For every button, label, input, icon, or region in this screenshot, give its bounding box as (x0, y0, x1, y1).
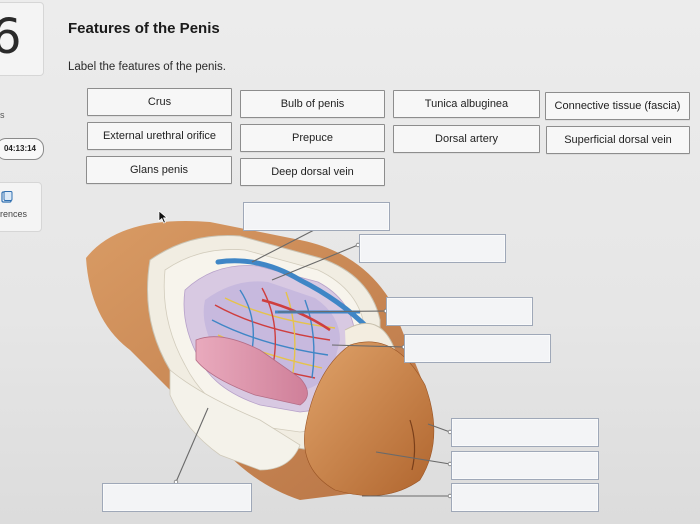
question-number-card[interactable]: 6 (0, 2, 44, 76)
label-chip-crus[interactable]: Crus (87, 88, 232, 116)
drop-target-2[interactable] (359, 234, 506, 263)
label-chip-dorsal-artery[interactable]: Dorsal artery (393, 125, 540, 153)
references-button[interactable]: erences (0, 182, 42, 232)
references-label: erences (0, 209, 27, 219)
label-chip-superficial-dorsal-vein[interactable]: Superficial dorsal vein (546, 126, 690, 154)
label-chip-tunica-albuginea[interactable]: Tunica albuginea (393, 90, 540, 118)
drop-target-7[interactable] (451, 483, 599, 512)
left-rail: 6 s 04:13:14 erences (0, 0, 46, 524)
instructions: Label the features of the penis. (68, 61, 226, 73)
label-chip-glans-penis[interactable]: Glans penis (86, 156, 232, 184)
drop-target-5[interactable] (451, 418, 599, 447)
drop-target-4[interactable] (404, 334, 551, 363)
question-title: Features of the Penis (68, 20, 220, 37)
label-chip-deep-dorsal-vein[interactable]: Deep dorsal vein (240, 158, 385, 186)
timer-badge: 04:13:14 (0, 138, 44, 160)
label-chip-external-urethral-orifice[interactable]: External urethral orifice (87, 122, 232, 150)
references-icon (1, 191, 13, 203)
label-chip-bulb-of-penis[interactable]: Bulb of penis (240, 90, 385, 118)
drop-target-3[interactable] (386, 297, 533, 326)
drop-target-6[interactable] (451, 451, 599, 480)
label-chip-connective-tissue[interactable]: Connective tissue (fascia) (545, 92, 690, 120)
question-number: 6 (0, 13, 22, 61)
drop-target-8[interactable] (102, 483, 252, 512)
rail-partial-label: s (0, 110, 5, 120)
mouse-cursor-icon (158, 210, 168, 224)
label-chip-prepuce[interactable]: Prepuce (240, 124, 385, 152)
drop-target-1[interactable] (243, 202, 390, 231)
